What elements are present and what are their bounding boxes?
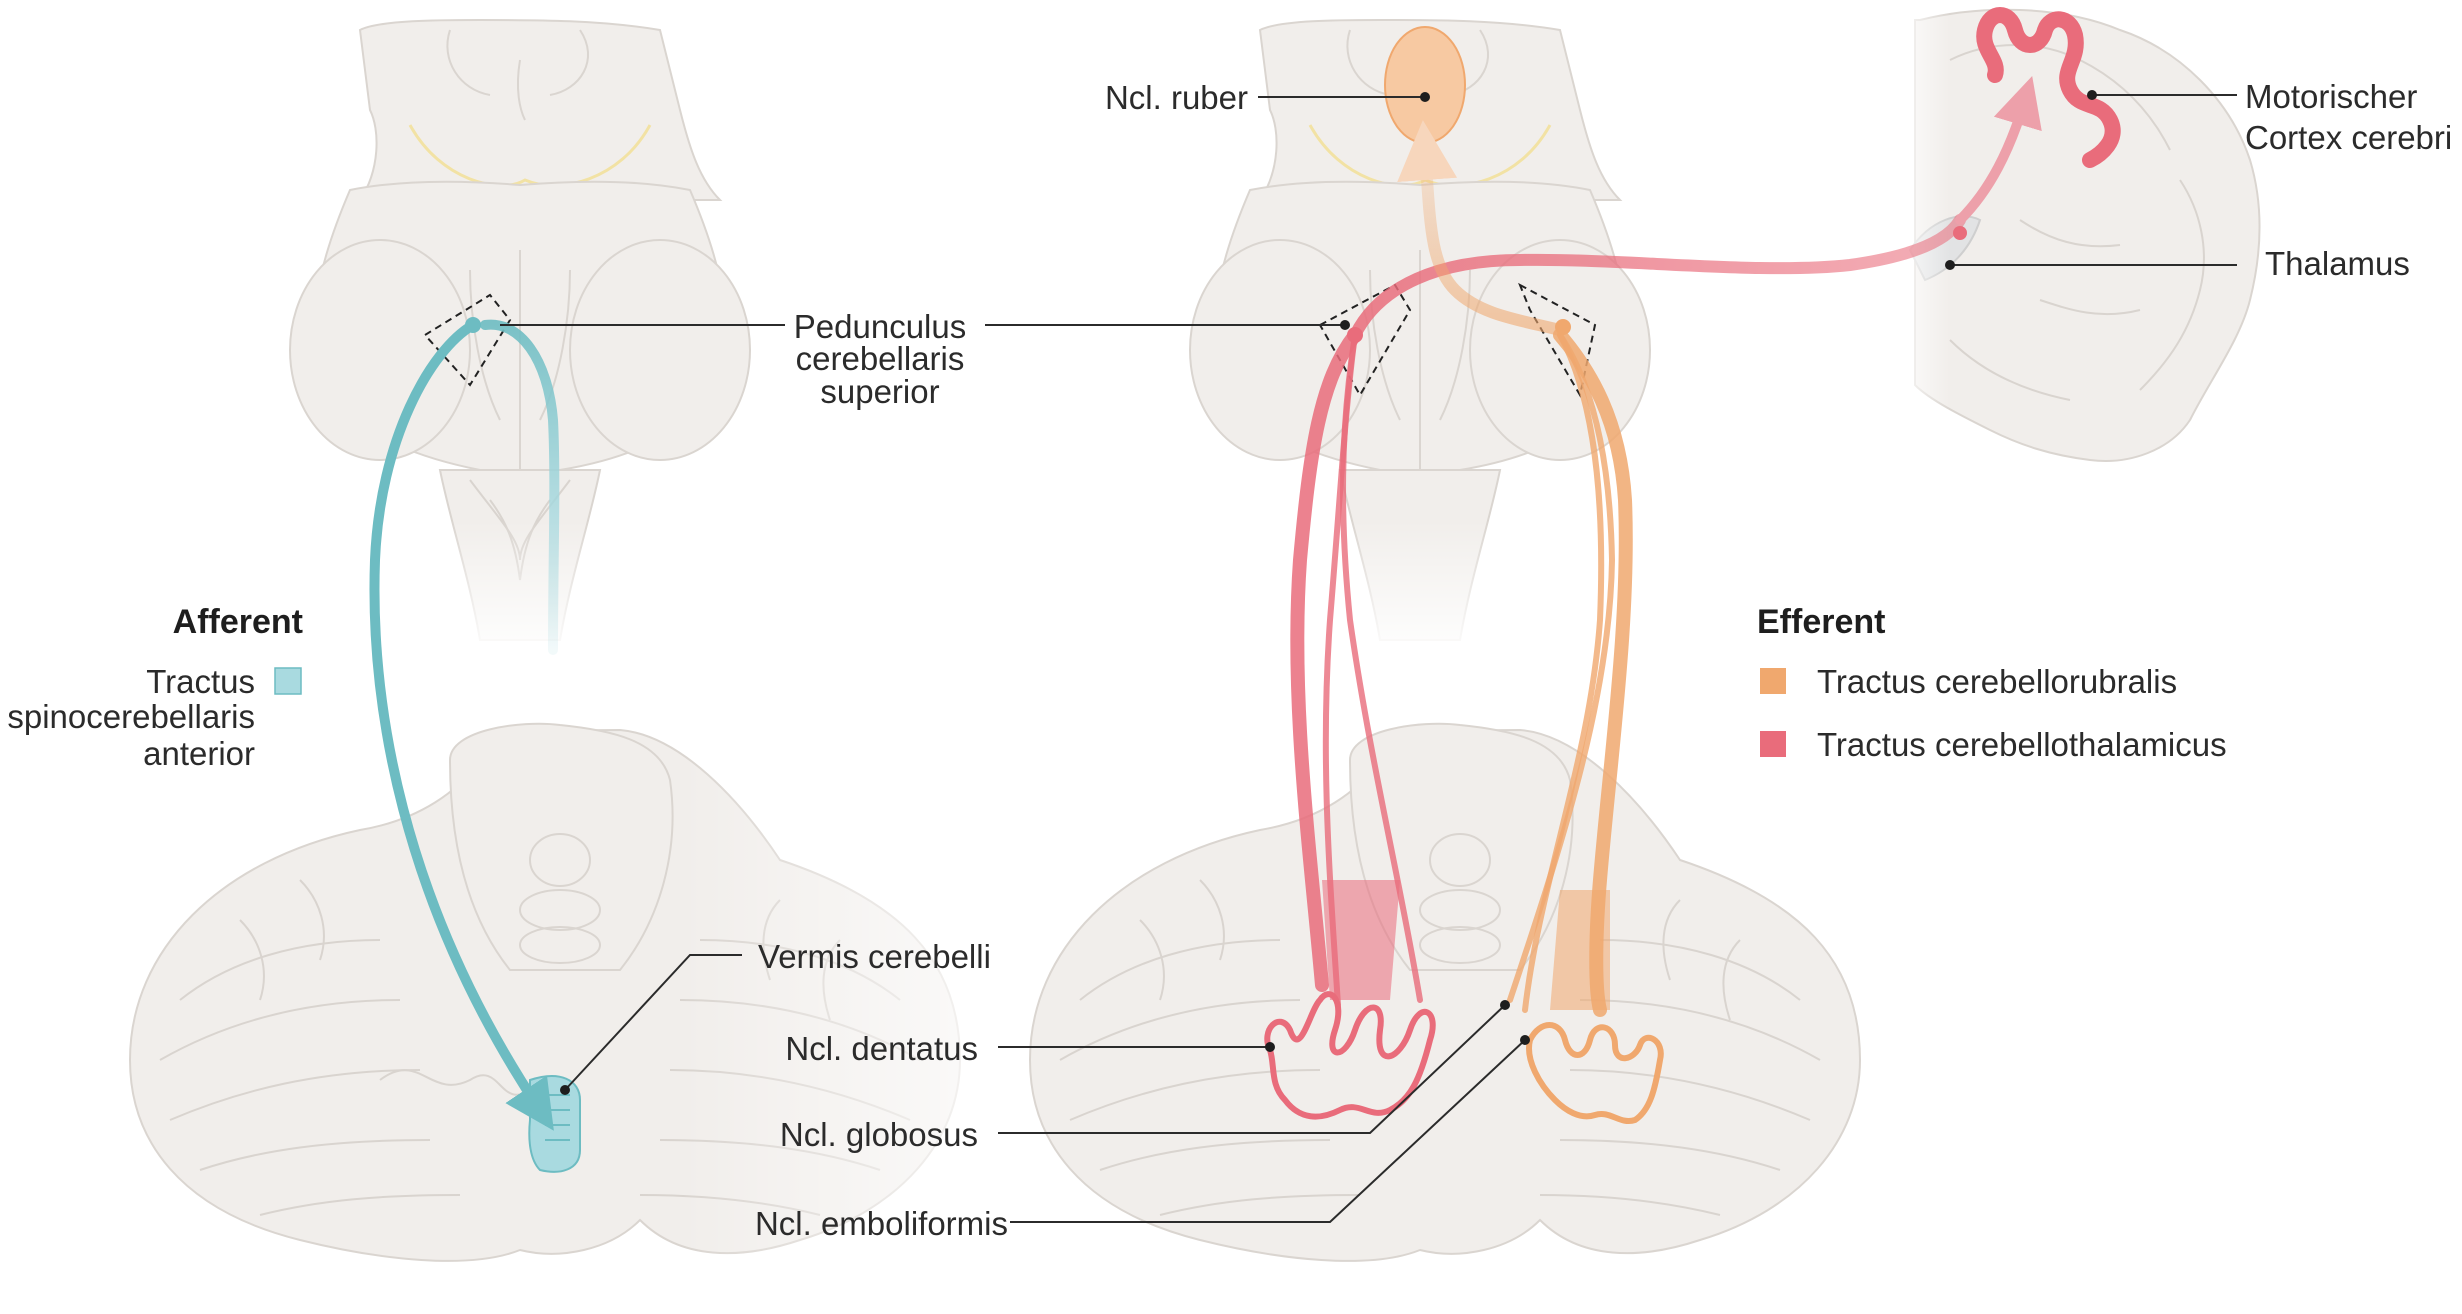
motor-cortex-label-line2: Cortex cerebri (2245, 119, 2452, 156)
afferent-legend-title: Afferent (173, 603, 303, 641)
cerebellorubral-tract (1397, 120, 1664, 1125)
motor-cortex-label-line1: Motorischer (2245, 78, 2417, 115)
efferent-legend-swatch-cerebellothalamic (1760, 731, 1786, 757)
pedunculus-label-line3: superior (820, 373, 939, 410)
labels: Pedunculus cerebellaris superior Ncl. ru… (755, 78, 2452, 1242)
dentatus-label: Ncl. dentatus (785, 1030, 978, 1067)
efferent-legend: Efferent Tractus cerebellorubralis Tract… (1757, 603, 2227, 763)
cerebrum-section (1890, 7, 2261, 480)
pedunculus-label-line1: Pedunculus (794, 308, 966, 345)
afferent-legend-item-line2: spinocerebellaris (7, 698, 255, 735)
afferent-legend-item-line1: Tractus (146, 663, 255, 700)
afferent-tract (369, 317, 560, 1131)
left-cerebellum (128, 720, 980, 1280)
efferent-legend-title: Efferent (1757, 603, 1885, 641)
emboliformis-label: Ncl. emboliformis (755, 1205, 1008, 1242)
efferent-legend-item-cerebellorubral: Tractus cerebellorubralis (1817, 663, 2177, 700)
globosus-label: Ncl. globosus (780, 1116, 978, 1153)
pedunculus-label-line2: cerebellaris (796, 340, 965, 377)
efferent-legend-swatch-cerebellorubral (1760, 668, 1786, 694)
leader-lines (500, 90, 2237, 1223)
afferent-legend-item-line3: anterior (143, 735, 255, 772)
efferent-legend-item-cerebellothalamic: Tractus cerebellothalamicus (1817, 726, 2227, 763)
ruber-label: Ncl. ruber (1105, 79, 1248, 116)
right-brainstem (1189, 18, 1651, 660)
right-cerebellum (1028, 722, 1862, 1262)
vermis-label: Vermis cerebelli (758, 938, 991, 975)
thalamus-label: Thalamus (2265, 245, 2410, 282)
afferent-legend: Afferent Tractus spinocerebellaris anter… (7, 603, 303, 772)
afferent-legend-swatch (274, 667, 302, 695)
cerebellothalamic-tract (1264, 76, 2042, 1120)
